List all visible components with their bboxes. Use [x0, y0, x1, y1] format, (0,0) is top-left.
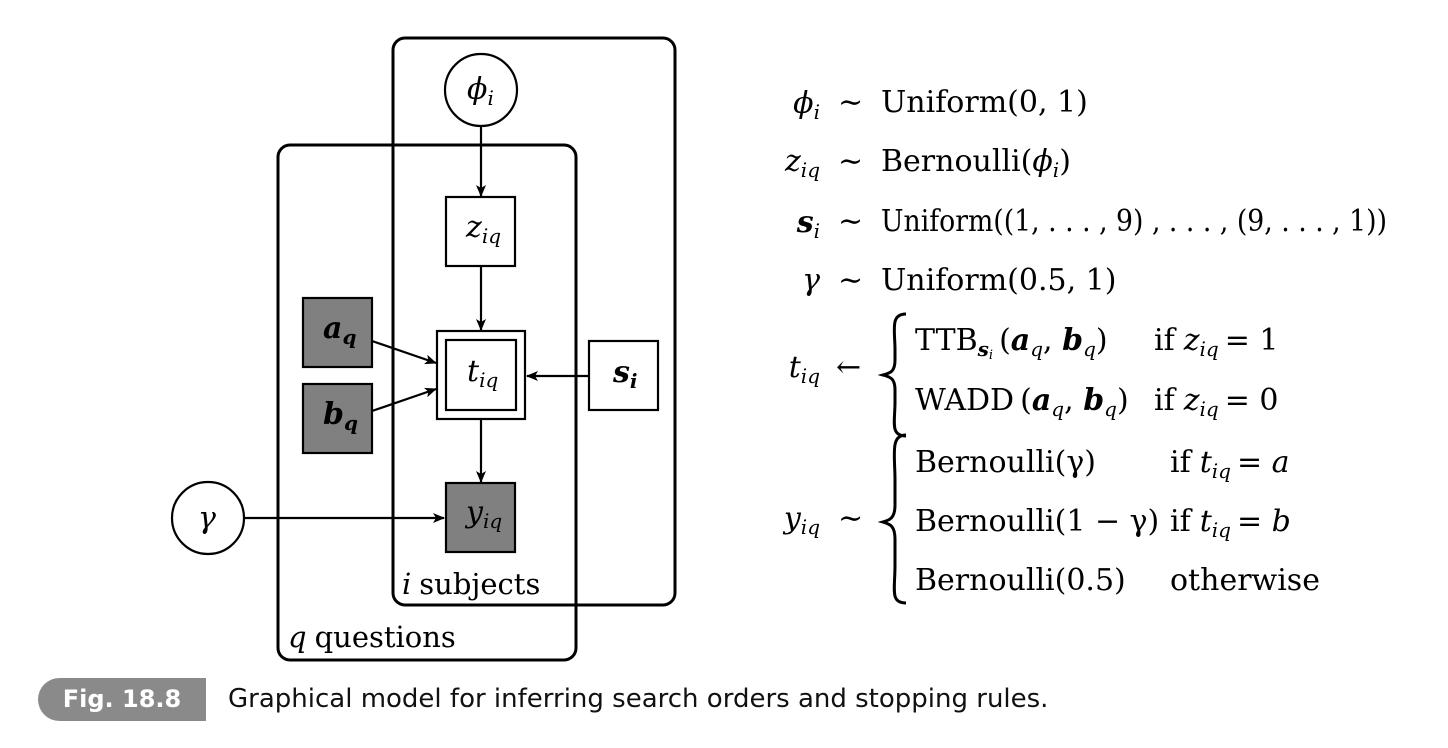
svg-text:ϕi: ϕi [467, 72, 494, 110]
svg-text:si: si [612, 355, 638, 393]
eq-s-lhs: si [796, 205, 820, 243]
eq-phi-rhs: Uniform(0, 1) [881, 85, 1088, 120]
eq-t-brace [877, 312, 907, 438]
eq-s-rhs: Uniform((1, . . . , 9) , . . . , (9, . .… [881, 204, 1387, 239]
eq-y-rel: ∼ [838, 501, 863, 536]
node-a: aq [301, 296, 374, 369]
eq-y-case2: Bernoulli(1 − γ) [915, 504, 1159, 539]
plate-questions [276, 143, 578, 662]
node-s: si [587, 339, 660, 412]
eq-gamma-lhs: γ [802, 263, 820, 298]
eq-z-lhs: ziq [784, 144, 820, 182]
svg-text:ziq: ziq [465, 210, 501, 248]
node-y: yiq [444, 481, 517, 554]
node-b: bq [301, 382, 374, 455]
svg-text:yiq: yiq [464, 495, 502, 533]
eq-t-case2: WADD(aq, bq) [915, 383, 1129, 421]
eq-t-case1: TTBsi(aq, bq) [915, 323, 1108, 363]
eq-y-case3-cond: otherwise [1170, 563, 1320, 598]
eq-gamma-rel: ∼ [838, 263, 863, 298]
svg-text:aq: aq [323, 311, 356, 349]
svg-text:tiq: tiq [467, 354, 498, 392]
eq-phi-rel: ∼ [838, 85, 863, 120]
edges [245, 125, 589, 523]
eq-y-case1: Bernoulli(γ) [915, 445, 1096, 480]
eq-y-lhs: yiq [782, 501, 820, 539]
eq-t-rel: ← [836, 350, 861, 385]
eq-y-brace [877, 433, 907, 605]
plate-subjects [391, 36, 677, 607]
figure-number-tag: Fig. 18.8 [38, 678, 206, 721]
eq-y-case3: Bernoulli(0.5) [915, 563, 1126, 598]
edge-b-t [371, 387, 437, 413]
eq-s-rel: ∼ [838, 204, 863, 239]
eq-gamma-rhs: Uniform(0.5, 1) [881, 263, 1116, 298]
node-t: tiq [435, 329, 527, 421]
equations: ϕi ∼ Uniform(0, 1) ziq ∼ Bernoulli(ϕi) s… [782, 85, 1387, 605]
figure-caption: Graphical model for inferring search ord… [228, 684, 1049, 714]
node-gamma: γ [170, 480, 246, 556]
node-phi: ϕi [443, 52, 519, 128]
eq-z-rel: ∼ [838, 144, 863, 179]
eq-t-lhs: tiq [789, 350, 820, 388]
eq-z-rhs: Bernoulli(ϕi) [881, 144, 1071, 182]
edge-a-t [371, 339, 437, 365]
svg-text:γ: γ [198, 501, 216, 536]
node-z: ziq [444, 195, 517, 268]
eq-phi-lhs: ϕi [793, 86, 820, 124]
svg-text:bq: bq [323, 397, 358, 435]
